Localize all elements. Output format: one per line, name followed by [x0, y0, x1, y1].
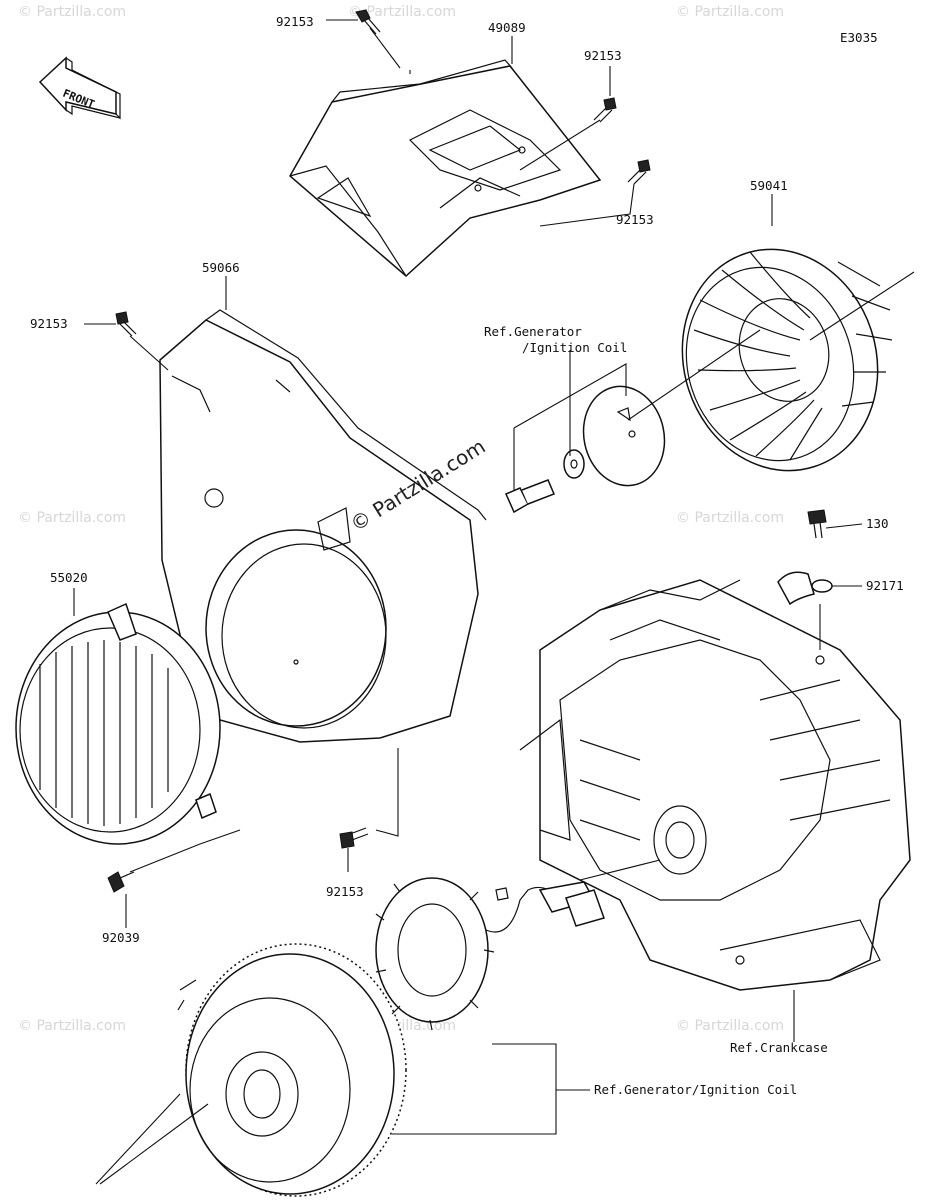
bolt-92153-top	[355, 9, 381, 35]
label-59066: 59066	[202, 260, 240, 275]
label-ref-generator-line2: /Ignition Coil	[522, 340, 627, 355]
fan-guard-55020	[15, 602, 221, 845]
label-92171: 92171	[866, 578, 904, 593]
watermark: © Partzilla.com	[676, 1018, 784, 1034]
washer	[563, 449, 585, 479]
part-labels: 92153 49089 92153 92153 59041 59066 9215…	[30, 14, 904, 1097]
watermark: © Partzilla.com	[676, 510, 784, 526]
stator-coil	[375, 877, 605, 1031]
label-ref-generator-bottom: Ref.Generator/Ignition Coil	[594, 1082, 797, 1097]
ignition-plate	[582, 385, 666, 487]
watermark: © Partzilla.com	[18, 4, 126, 20]
flywheel	[177, 943, 407, 1197]
label-130: 130	[866, 516, 889, 531]
cooling-fan-59041	[681, 248, 893, 472]
watermark: © Partzilla.com	[18, 510, 126, 526]
label-49089: 49089	[488, 20, 526, 35]
watermark: © Partzilla.com	[18, 1018, 126, 1034]
engine-crankcase	[519, 579, 911, 991]
blower-housing-59066	[159, 309, 487, 743]
bolt-92153-left	[115, 311, 137, 337]
label-92153-bottom: 92153	[326, 884, 364, 899]
fan-bolt	[505, 479, 555, 514]
bolt-92153-right-a	[593, 97, 617, 123]
bolt-92153-right-b	[627, 159, 651, 185]
label-ref-generator-line1: Ref.Generator	[484, 324, 582, 339]
clamp-92171	[777, 571, 833, 606]
leader-lines	[73, 19, 915, 1185]
bolt-92153-bottom	[339, 827, 369, 849]
watermark: © Partzilla.com	[348, 4, 456, 20]
watermark: © Partzilla.com	[676, 4, 784, 20]
label-92039: 92039	[102, 930, 140, 945]
clip-92039	[107, 871, 135, 893]
label-59041: 59041	[750, 178, 788, 193]
label-ref-crankcase: Ref.Crankcase	[730, 1040, 828, 1055]
upper-cover-49089	[289, 59, 602, 278]
front-arrow-icon: FRONT	[38, 56, 121, 120]
label-92153-top: 92153	[276, 14, 314, 29]
label-92153-right-b: 92153	[616, 212, 654, 227]
label-55020: 55020	[50, 570, 88, 585]
label-92153-left: 92153	[30, 316, 68, 331]
diagram-code: E3035	[840, 30, 878, 45]
bolt-130	[807, 509, 827, 539]
label-92153-right-a: 92153	[584, 48, 622, 63]
